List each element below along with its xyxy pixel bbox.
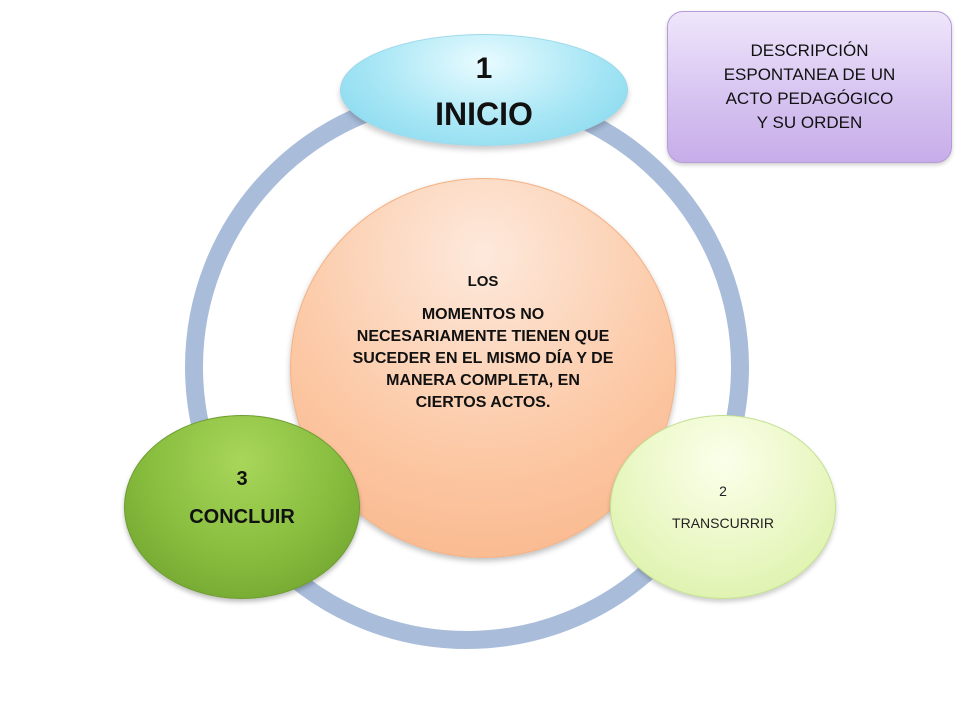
node-inicio-number: 1: [475, 52, 493, 85]
description-line-4: Y SU ORDEN: [756, 113, 863, 132]
node-concluir-number: 3: [236, 468, 248, 490]
node-transcurrir-number: 2: [719, 483, 727, 499]
description-line-1: DESCRIPCIÓN: [750, 41, 869, 60]
node-inicio-label: INICIO: [435, 96, 533, 132]
node-concluir-label: CONCLUIR: [189, 506, 295, 528]
node-inicio: 1 INICIO: [340, 34, 628, 146]
node-transcurrir: 2 TRANSCURRIR: [610, 415, 836, 599]
description-line-2: ESPONTANEA DE UN: [723, 65, 896, 84]
center-body: MOMENTOS NO NECESARIAMENTE TIENEN QUE SU…: [352, 305, 614, 411]
node-transcurrir-label: TRANSCURRIR: [672, 515, 774, 531]
center-title: LOS: [467, 272, 499, 290]
description-box: DESCRIPCIÓN ESPONTANEA DE UN ACTO PEDAGÓ…: [667, 11, 952, 163]
node-concluir: 3 CONCLUIR: [124, 415, 360, 599]
description-line-3: ACTO PEDAGÓGICO: [725, 89, 894, 108]
